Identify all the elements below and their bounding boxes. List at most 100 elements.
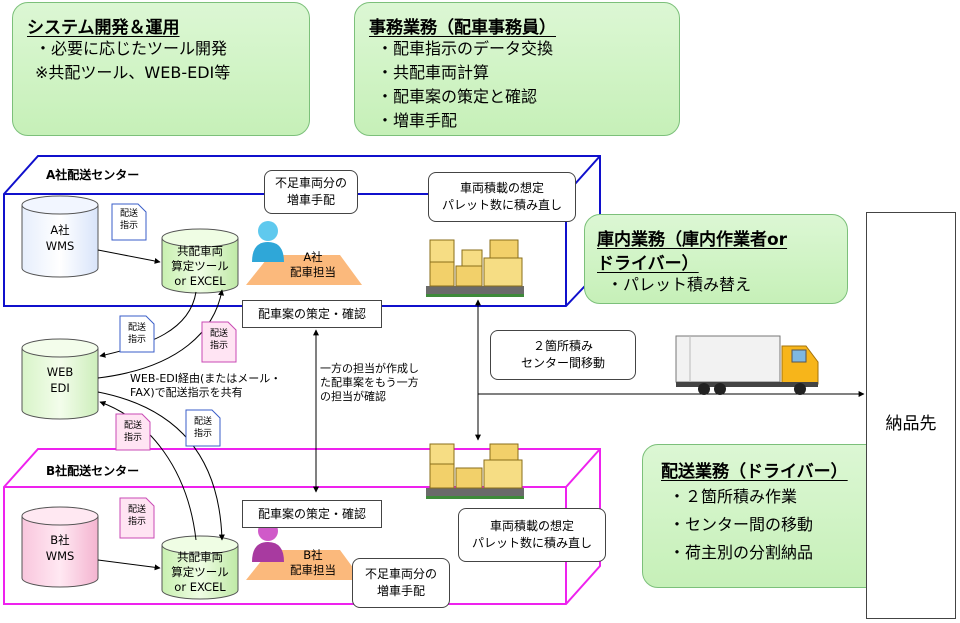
loading-b-line-2: パレット数に積み直し (471, 536, 592, 550)
loading-a-box: 車両積載の想定 パレット数に積み直し (428, 172, 576, 222)
warehouse-work-box: 庫内業務（庫内作業者or ドライバー） ・パレット積み替え (584, 214, 848, 304)
doc-edi-4-icon (185, 409, 221, 447)
confirm-note-line-2: た配車案をもう一方 (320, 376, 419, 389)
web-edi-label-1: WEB (46, 365, 74, 379)
doc-edi-2-label-1: 配送 (209, 329, 228, 339)
doc-b-instruction-icon (119, 497, 155, 539)
tool-a-label-2: 算定ツール (171, 259, 229, 273)
tool-a-label-3: or EXCEL (174, 274, 226, 288)
office-work-line-3: ・配車案の策定と確認 (377, 87, 538, 106)
web-edi-label-2: EDI (50, 381, 70, 395)
confirm-note-line-1: 一方の担当が作成し (320, 362, 419, 375)
share-note: WEB-EDI経由(またはメール・ FAX)で配送指示を共有 (130, 372, 281, 400)
staff-a-label: A社 配車担当 (288, 250, 338, 280)
tool-a-label: 共配車両 算定ツール or EXCEL (162, 244, 238, 289)
wms-b-label-2: WMS (45, 549, 75, 563)
wms-a-cylinder (21, 195, 99, 278)
tool-b-label-1: 共配車両 (177, 550, 223, 564)
system-dev-line-2: ※共配ツール、WEB-EDI等 (35, 63, 231, 82)
shortage-a-line-2: 増車手配 (286, 193, 335, 207)
transfer-box: ２箇所積み センター間移動 (490, 330, 636, 380)
doc-edi-1-label-1: 配送 (127, 323, 146, 333)
wms-b-label-1: B社 (50, 533, 70, 547)
warehouse-work-line-1: ・パレット積み替え (607, 275, 752, 294)
share-note-line-2: FAX)で配送指示を共有 (130, 386, 243, 399)
doc-edi-1-icon (119, 315, 155, 353)
pallet-stack-b-icon (426, 443, 524, 499)
doc-b-instruction-label-1: 配送 (127, 505, 146, 515)
arrow-wms-b-to-tool (97, 559, 161, 571)
tool-b-label: 共配車両 算定ツール or EXCEL (162, 550, 238, 595)
web-edi-label: WEB EDI (22, 364, 98, 396)
doc-edi-1-label: 配送 指示 (120, 322, 154, 346)
office-work-title: 事務業務（配車事務員） (369, 18, 556, 38)
wms-b-cylinder (21, 506, 99, 588)
doc-edi-2-label: 配送 指示 (202, 328, 236, 352)
doc-edi-1-label-2: 指示 (127, 335, 146, 345)
office-work-line-1: ・配車指示のデータ交換 (377, 39, 554, 58)
loading-a-line-2: パレット数に積み直し (441, 198, 562, 212)
office-work-line-2: ・共配車両計算 (377, 63, 490, 82)
loading-a-line-1: 車両積載の想定 (459, 181, 544, 195)
confirm-note: 一方の担当が作成し た配車案をもう一方 の担当が確認 (320, 362, 419, 404)
tool-a-cylinder (161, 228, 239, 294)
destination-label: 納品先 (885, 414, 937, 434)
staff-b-label-1: B社 (303, 548, 323, 562)
loading-b-box: 車両積載の想定 パレット数に積み直し (458, 508, 606, 562)
office-work-line-4: ・増車手配 (377, 111, 458, 130)
wms-a-label-1: A社 (50, 223, 70, 237)
plan-b-box: 配車案の策定・確認 (242, 500, 382, 528)
delivery-work-title: 配送業務（ドライバー） (661, 462, 848, 482)
delivery-work-box: 配送業務（ドライバー） ・２箇所積み作業 ・センター間の移動 ・荷主別の分割納品 (642, 444, 908, 588)
transfer-line-2: センター間移動 (520, 356, 605, 370)
arrow-tool-a-to-edi (99, 291, 197, 358)
plan-a-box: 配車案の策定・確認 (242, 300, 382, 328)
doc-edi-3-label: 配送 指示 (116, 420, 150, 444)
share-note-line-1: WEB-EDI経由(またはメール・ (130, 372, 282, 385)
staff-b-label: B社 配車担当 (288, 548, 338, 578)
destination-box: 納品先 (866, 212, 956, 619)
tool-b-label-3: or EXCEL (174, 580, 226, 594)
system-dev-box: システム開発＆運用 ・必要に応じたツール開発 ※共配ツール、WEB-EDI等 (12, 2, 310, 136)
delivery-work-line-2: ・センター間の移動 (669, 515, 814, 534)
tool-b-label-2: 算定ツール (171, 565, 229, 579)
wms-b-label: B社 WMS (22, 532, 98, 564)
shortage-b-box: 不足車両分の 増車手配 (352, 558, 450, 608)
delivery-work-line-3: ・荷主別の分割納品 (669, 543, 814, 562)
doc-a-instruction-label: 配送 指示 (112, 208, 146, 232)
doc-b-instruction-label-2: 指示 (127, 517, 146, 527)
arrow-tool-b-to-edi (99, 401, 197, 541)
doc-edi-4-label-1: 配送 (193, 417, 212, 427)
person-a-icon (252, 221, 284, 262)
tool-a-label-1: 共配車両 (177, 244, 223, 258)
shortage-a-box: 不足車両分の 増車手配 (264, 170, 358, 214)
doc-edi-2-label-2: 指示 (209, 341, 228, 351)
arrow-edi-to-tool-a (97, 289, 225, 379)
pallet-stack-a-icon (426, 239, 524, 297)
doc-b-instruction-label: 配送 指示 (120, 504, 154, 528)
warehouse-work-title-2: ドライバー） (597, 254, 699, 274)
web-edi-cylinder (21, 338, 99, 420)
shortage-b-line-2: 増車手配 (376, 584, 425, 598)
delivery-work-line-1: ・２箇所積み作業 (669, 487, 798, 506)
doc-a-instruction-icon (111, 203, 147, 241)
warehouse-work-title-1: 庫内業務（庫内作業者or (597, 230, 788, 250)
staff-b-label-2: 配車担当 (290, 563, 336, 577)
doc-edi-4-label: 配送 指示 (186, 416, 220, 440)
doc-edi-3-icon (115, 413, 151, 451)
doc-a-instruction-label-1: 配送 (119, 209, 138, 219)
staff-a-area (246, 255, 362, 285)
doc-edi-4-label-2: 指示 (193, 429, 212, 439)
staff-a-label-1: A社 (303, 250, 323, 264)
center-a-label: A社配送センター (46, 168, 140, 182)
doc-a-instruction-label-2: 指示 (119, 221, 138, 231)
loading-b-line-1: 車両積載の想定 (489, 519, 574, 533)
system-dev-line-1: ・必要に応じたツール開発 (35, 39, 228, 58)
shortage-b-line-1: 不足車両分の (364, 567, 437, 581)
wms-a-label: A社 WMS (22, 222, 98, 254)
doc-edi-3-label-1: 配送 (123, 421, 142, 431)
wms-a-label-2: WMS (45, 239, 75, 253)
transfer-line-1: ２箇所積み (532, 339, 593, 353)
truck-icon (675, 335, 819, 395)
